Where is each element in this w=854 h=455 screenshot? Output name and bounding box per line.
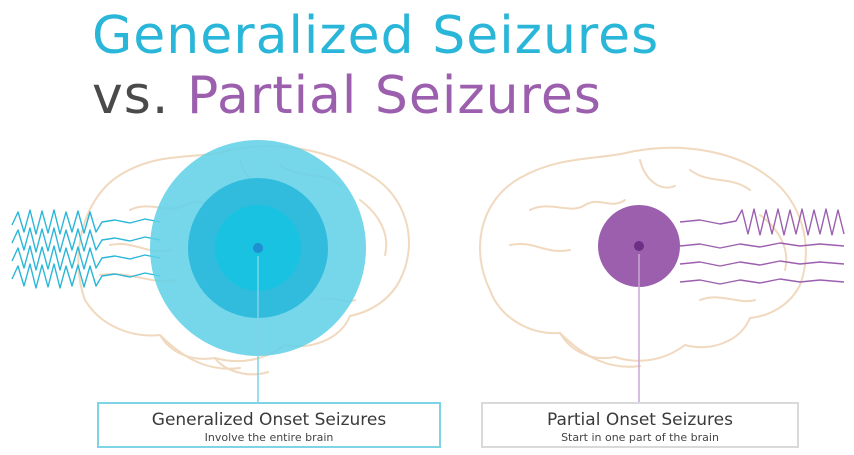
partial-caption: Partial Onset Seizures Start in one part… (481, 402, 799, 448)
partial-caption-title: Partial Onset Seizures (483, 410, 797, 430)
eeg-waves-partial (680, 209, 844, 284)
generalized-caption-description: Involve the entire brain (99, 431, 439, 444)
generalized-center-dot (253, 243, 263, 253)
partial-caption-description: Start in one part of the brain (483, 431, 797, 444)
generalized-caption-title: Generalized Onset Seizures (99, 410, 439, 430)
partial-center-dot (634, 241, 644, 251)
generalized-caption: Generalized Onset Seizures Involve the e… (97, 402, 441, 448)
